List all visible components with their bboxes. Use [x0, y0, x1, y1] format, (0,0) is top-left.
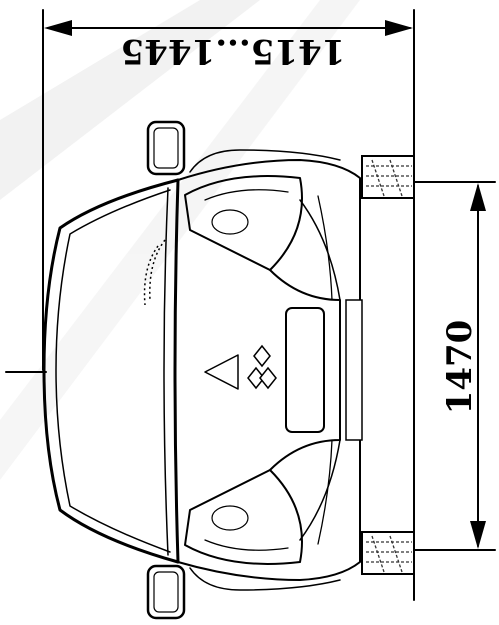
wiper-arc-2 — [143, 245, 159, 306]
height-dimension: 1470 — [359, 181, 496, 551]
height-arrow-bottom — [470, 521, 486, 549]
width-arrow-left — [44, 20, 72, 36]
tire-bottom — [361, 531, 415, 575]
mirror-bottom — [146, 564, 186, 620]
height-arrow-top — [470, 183, 486, 211]
height-dimension-label: 1470 — [440, 320, 480, 415]
license-plate — [285, 307, 325, 433]
watermark — [0, 0, 260, 200]
tire-top — [361, 155, 415, 199]
width-arrow-right — [385, 20, 413, 36]
headlight-top — [184, 175, 303, 271]
lower-intake — [345, 299, 363, 441]
logo-emblem — [204, 344, 277, 390]
headlight-bottom — [184, 469, 303, 565]
wiper-arc-1 — [149, 239, 166, 301]
width-dimension: 1415...1445 — [42, 9, 415, 601]
width-dimension-label: 1415...1445 — [121, 31, 346, 71]
car-body — [42, 149, 361, 591]
mirror-top — [146, 120, 186, 176]
grille — [269, 195, 363, 545]
